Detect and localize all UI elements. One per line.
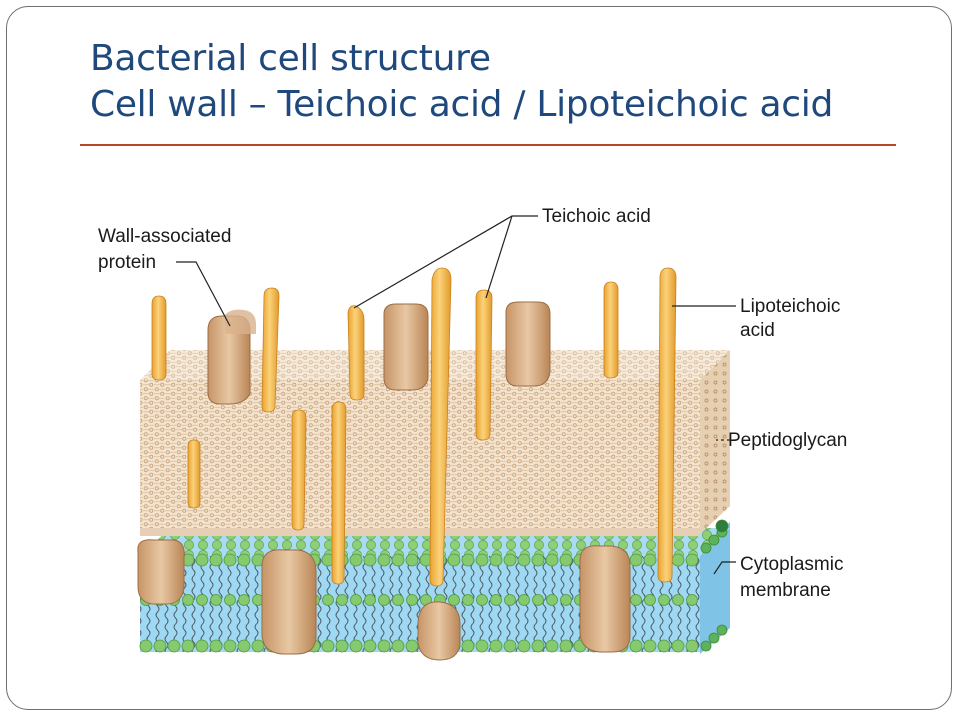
leader-membrane xyxy=(713,561,736,575)
membrane-proteins xyxy=(137,539,631,661)
label-wall-protein-line1: Wall-associated xyxy=(98,226,231,247)
title-line-1: Bacterial cell structure xyxy=(90,38,491,79)
teichoic-acid-rods xyxy=(151,281,619,531)
label-teichoic-acid: Teichoic acid xyxy=(542,206,651,227)
slide-title: Bacterial cell structure Cell wall – Tei… xyxy=(90,36,833,128)
leader-teichoic-2 xyxy=(485,215,513,299)
label-membrane-line2: membrane xyxy=(740,580,831,601)
title-underline xyxy=(80,144,896,146)
label-wall-protein-line2: protein xyxy=(98,252,156,273)
leader-lines xyxy=(176,215,736,575)
wall-associated-proteins xyxy=(207,301,551,405)
leader-wall-protein xyxy=(176,261,231,327)
label-lipoteichoic-line2: acid xyxy=(740,320,775,341)
side-lipid-heads xyxy=(700,519,729,652)
lipoteichoic-acid-rods xyxy=(331,267,677,587)
label-peptidoglycan: Peptidoglycan xyxy=(728,430,847,451)
label-membrane-line1: Cytoplasmic xyxy=(740,554,843,575)
label-lipoteichoic-line1: Lipoteichoic xyxy=(740,296,840,317)
title-line-2: Cell wall – Teichoic acid / Lipoteichoic… xyxy=(90,84,834,125)
